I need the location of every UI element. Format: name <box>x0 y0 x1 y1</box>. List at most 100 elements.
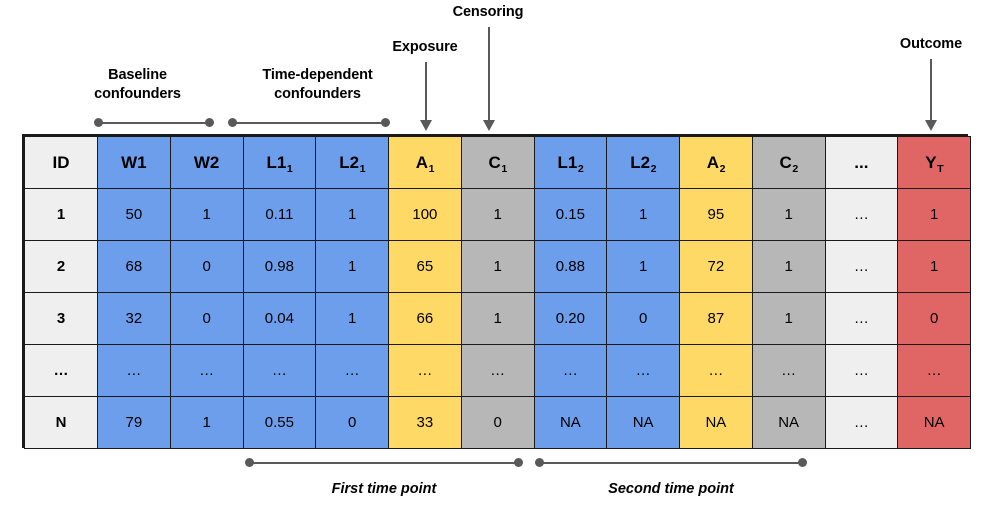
arrow-shaft <box>488 27 490 121</box>
column-header-l1_2: L12 <box>533 136 608 189</box>
table-cell-c_2: … <box>751 344 826 397</box>
column-header-a_2: A2 <box>679 136 753 189</box>
table-cell-y_t: … <box>897 344 971 397</box>
bracket-first-time-point <box>245 458 523 468</box>
table-cell-y_t: 1 <box>897 188 971 241</box>
table-cell-l2_1: … <box>315 344 389 397</box>
table-cell-w2: 0 <box>169 292 244 345</box>
table-cell-id: … <box>24 344 98 397</box>
column-header-l1_1: L11 <box>242 136 317 189</box>
arrow-shaft <box>425 62 427 121</box>
table-cell-a_1: … <box>388 344 462 397</box>
arrow-head-icon <box>925 120 937 131</box>
table-cell-c_1: 1 <box>460 240 535 293</box>
column-header-label: A <box>415 152 429 172</box>
table-cell-w2: 1 <box>169 396 244 449</box>
column-header-a_1: A1 <box>388 136 462 189</box>
table-cell-y_t: NA <box>897 396 971 449</box>
table-cell-dots: … <box>824 344 899 397</box>
table-cell-c_1: 0 <box>460 396 535 449</box>
table-cell-l2_2: … <box>606 344 680 397</box>
column-header-label: ID <box>52 152 70 172</box>
annotation-label-exposure: Exposure <box>392 39 458 55</box>
table-cell-c_1: 1 <box>460 188 535 241</box>
bracket-baseline-confounders <box>94 118 214 128</box>
annotation-arrow-outcome <box>924 59 938 131</box>
table-cell-l2_2: 1 <box>606 188 680 241</box>
table-cell-a_2: 72 <box>679 240 753 293</box>
column-header-subscript: 2 <box>650 162 657 175</box>
table-cell-l1_1: … <box>242 344 317 397</box>
table-cell-l2_1: 1 <box>315 292 389 345</box>
table-cell-w2: 1 <box>169 188 244 241</box>
column-header-c_1: C1 <box>460 136 535 189</box>
column-header-label: L2 <box>630 152 651 172</box>
annotation-arrow-censoring <box>482 27 496 131</box>
table-cell-l1_1: 0.04 <box>242 292 317 345</box>
table-cell-a_2: 87 <box>679 292 753 345</box>
column-header-label: Y <box>925 152 937 172</box>
table-cell-y_t: 1 <box>897 240 971 293</box>
table-cell-c_2: NA <box>751 396 826 449</box>
table-cell-l2_2: 0 <box>606 292 680 345</box>
table-cell-w2: 0 <box>169 240 244 293</box>
column-header-subscript: 2 <box>577 162 584 175</box>
table-cell-a_1: 33 <box>388 396 462 449</box>
column-header-subscript: 2 <box>792 162 799 175</box>
bracket-bar <box>539 462 803 464</box>
annotation-label-outcome: Outcome <box>899 36 963 52</box>
column-header-subscript: 1 <box>286 162 293 175</box>
column-header-label: L1 <box>557 152 578 172</box>
column-header-label: ... <box>854 152 869 172</box>
bracket-dot-right <box>798 458 807 467</box>
annotation-label-second-time-point: Second time point <box>608 481 734 497</box>
annotation-label-censoring: Censoring <box>452 4 524 20</box>
table-cell-a_2: 95 <box>679 188 753 241</box>
bracket-bar <box>98 122 210 124</box>
column-header-label: C <box>779 152 792 172</box>
table-cell-c_1: … <box>460 344 535 397</box>
bracket-time-dependent-confounders <box>228 118 390 128</box>
table-cell-dots: … <box>824 188 899 241</box>
table-cell-a_1: 65 <box>388 240 462 293</box>
table-cell-id: 2 <box>24 240 98 293</box>
column-header-label: C <box>488 152 501 172</box>
column-header-label: A <box>706 152 720 172</box>
annotation-label-first-time-point: First time point <box>331 481 437 497</box>
bracket-bar <box>249 462 519 464</box>
arrow-shaft <box>930 59 932 121</box>
table-cell-id: N <box>24 396 98 449</box>
column-header-label: L1 <box>266 152 287 172</box>
table-cell-w1: 79 <box>97 396 171 449</box>
bracket-dot-right <box>514 458 523 467</box>
column-header-c_2: C2 <box>751 136 826 189</box>
column-header-subscript: 2 <box>719 162 726 175</box>
table-cell-l1_1: 0.11 <box>242 188 317 241</box>
table-cell-l2_2: NA <box>606 396 680 449</box>
table-cell-c_2: 1 <box>751 292 826 345</box>
table-cell-w1: 50 <box>97 188 171 241</box>
table-cell-l1_1: 0.98 <box>242 240 317 293</box>
table-cell-dots: … <box>824 396 899 449</box>
annotation-label-baseline-confounders: Baseline confounders <box>94 67 181 102</box>
column-header-y_t: YT <box>897 136 971 189</box>
table-cell-a_1: 66 <box>388 292 462 345</box>
table-cell-l1_2: NA <box>533 396 608 449</box>
table-cell-w1: … <box>97 344 171 397</box>
table-row: ………………………………… <box>24 344 971 397</box>
table-cell-id: 1 <box>24 188 98 241</box>
column-header-label: L2 <box>339 152 360 172</box>
table-cell-l1_2: 0.88 <box>533 240 608 293</box>
bracket-second-time-point <box>535 458 807 468</box>
bracket-dot-right <box>381 118 390 127</box>
table-cell-w2: … <box>169 344 244 397</box>
column-header-l2_1: L21 <box>315 136 389 189</box>
